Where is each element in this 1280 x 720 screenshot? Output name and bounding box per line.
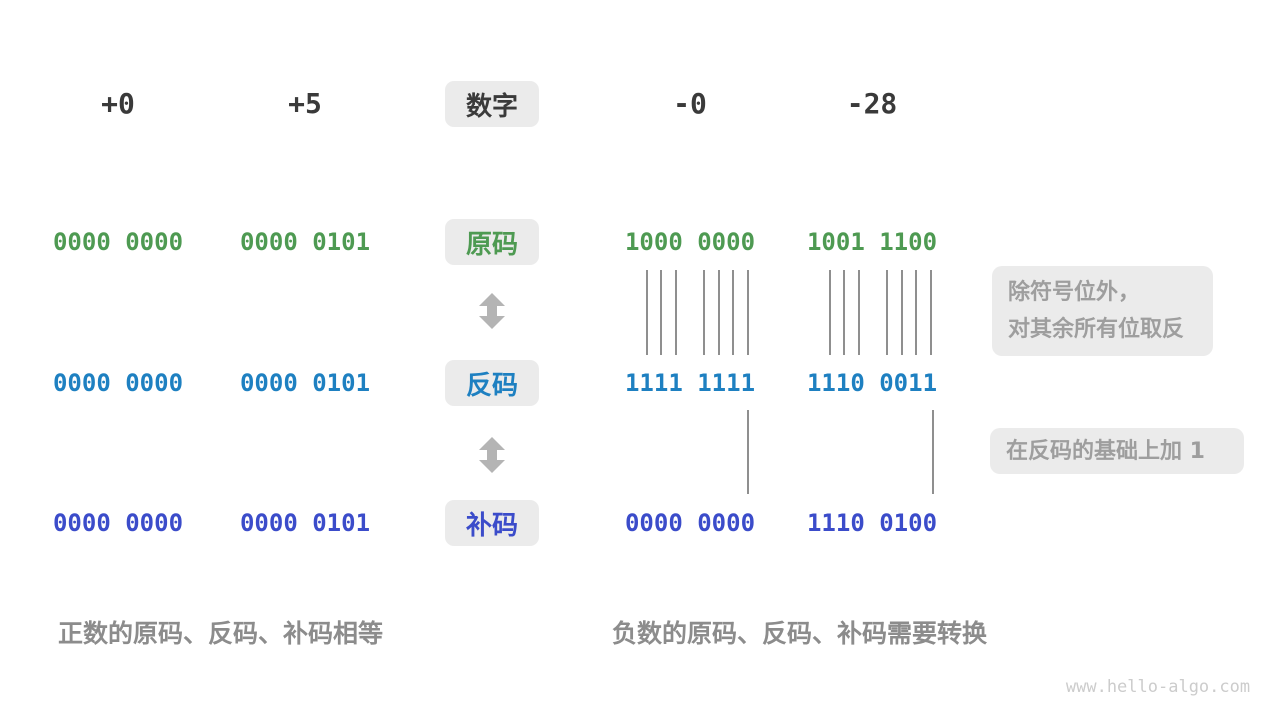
header-number-minus0: -0 <box>673 87 707 120</box>
bit-tick-line <box>732 270 734 355</box>
caption-positive-numbers: 正数的原码、反码、补码相等 <box>58 619 384 648</box>
label-box-sign-magnitude: 原码 <box>444 219 540 265</box>
bit-tick-line <box>747 270 749 355</box>
bit-tick-line <box>915 270 917 355</box>
binary-value: 1001 1100 <box>806 228 938 256</box>
header-number-plus0: +0 <box>101 87 135 120</box>
header-label-box: 数字 <box>444 81 540 127</box>
bit-tick-line <box>886 270 888 355</box>
bit-tick-line <box>858 270 860 355</box>
binary-value: 0000 0000 <box>624 509 756 537</box>
binary-value: 1110 0011 <box>806 369 938 397</box>
bit-tick-line <box>718 270 720 355</box>
binary-value: 0000 0000 <box>52 369 184 397</box>
note-line: 在反码的基础上加 1 <box>1006 438 1205 464</box>
note-line: 除符号位外， <box>1008 280 1141 305</box>
up-down-arrow-icon <box>479 293 505 333</box>
binary-value: 1111 1111 <box>624 369 756 397</box>
bit-tick-line <box>829 270 831 355</box>
binary-value: 1000 0000 <box>624 228 756 256</box>
binary-value: 0000 0000 <box>52 509 184 537</box>
bit-tick-line <box>747 410 749 494</box>
bit-tick-line <box>660 270 662 355</box>
binary-value: 0000 0101 <box>239 509 371 537</box>
bit-tick-line <box>703 270 705 355</box>
bit-tick-line <box>843 270 845 355</box>
bit-tick-line <box>675 270 677 355</box>
watermark-url: www.hello-algo.com <box>1065 677 1251 697</box>
note-invert-bits: 除符号位外， 对其余所有位取反 <box>992 266 1213 356</box>
label-box-ones-complement: 反码 <box>444 360 540 406</box>
bit-tick-line <box>932 410 934 494</box>
binary-value: 0000 0000 <box>52 228 184 256</box>
header-number-plus5: +5 <box>288 87 322 120</box>
label-box-twos-complement: 补码 <box>444 500 540 546</box>
binary-value: 1110 0100 <box>806 509 938 537</box>
bit-tick-line <box>901 270 903 355</box>
header-number-minus28: -28 <box>846 87 898 120</box>
note-line: 对其余所有位取反 <box>1008 317 1185 342</box>
binary-value: 0000 0101 <box>239 228 371 256</box>
bit-tick-line <box>930 270 932 355</box>
note-add-one: 在反码的基础上加 1 <box>990 428 1244 474</box>
caption-negative-numbers: 负数的原码、反码、补码需要转换 <box>612 619 988 648</box>
bit-tick-line <box>646 270 648 355</box>
up-down-arrow-icon <box>479 437 505 477</box>
binary-value: 0000 0101 <box>239 369 371 397</box>
